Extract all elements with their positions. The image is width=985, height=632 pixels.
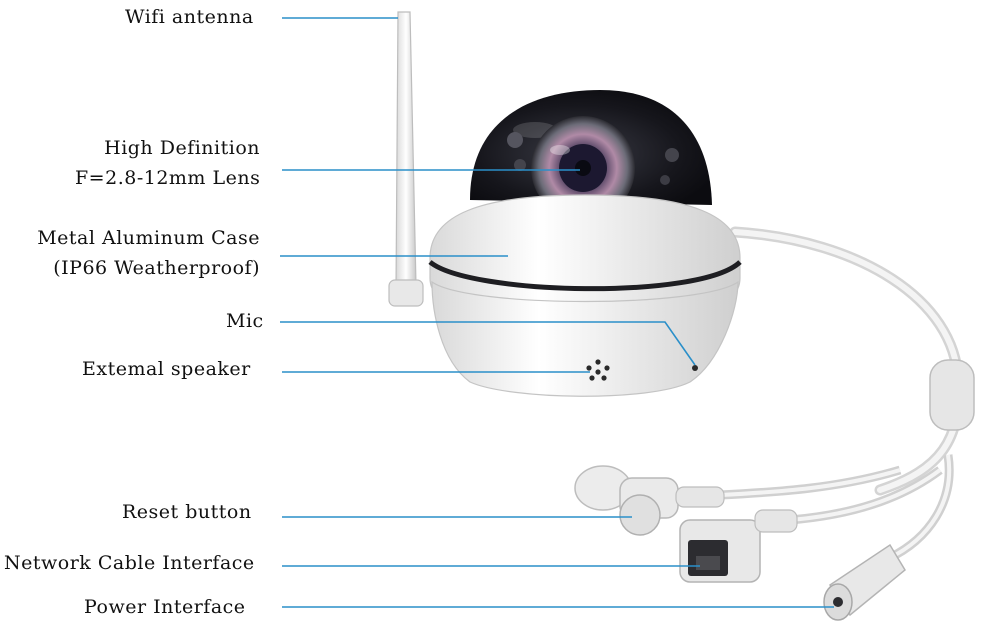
label-text: Power Interface	[84, 596, 246, 618]
leader-line-mic	[280, 321, 696, 366]
leader-lines	[280, 17, 834, 608]
label-text: High Definition	[104, 137, 260, 159]
label-lens: High Definition F=2.8-12mm Lens	[75, 133, 260, 193]
main-cable	[729, 226, 964, 496]
label-speaker: Extemal speaker	[82, 354, 251, 384]
label-network: Network Cable Interface	[4, 548, 255, 578]
case-band	[428, 259, 742, 292]
label-case: Metal Aluminum Case (IP66 Weatherproof)	[20, 223, 260, 283]
cable-joint	[929, 359, 975, 431]
label-wifi-antenna: Wifi antenna	[125, 2, 254, 32]
label-text: Metal Aluminum Case	[37, 227, 260, 249]
label-text: (IP66 Weatherproof)	[53, 257, 260, 279]
reset-connector	[574, 465, 725, 536]
label-mic: Mic	[226, 306, 264, 336]
label-text: Extemal speaker	[82, 358, 251, 380]
mic-hole	[692, 365, 698, 371]
label-reset: Reset button	[122, 497, 252, 527]
label-text: Reset button	[122, 501, 252, 523]
network-connector	[679, 509, 798, 583]
label-text: Wifi antenna	[125, 6, 254, 28]
power-connector	[823, 543, 906, 621]
label-text: Mic	[226, 310, 264, 332]
label-text: F=2.8-12mm Lens	[75, 167, 261, 189]
label-power: Power Interface	[84, 592, 246, 622]
speaker-grille	[586, 359, 610, 381]
wifi-antenna	[395, 11, 417, 289]
reset-cable	[719, 465, 902, 500]
label-text: Network Cable Interface	[4, 552, 255, 574]
